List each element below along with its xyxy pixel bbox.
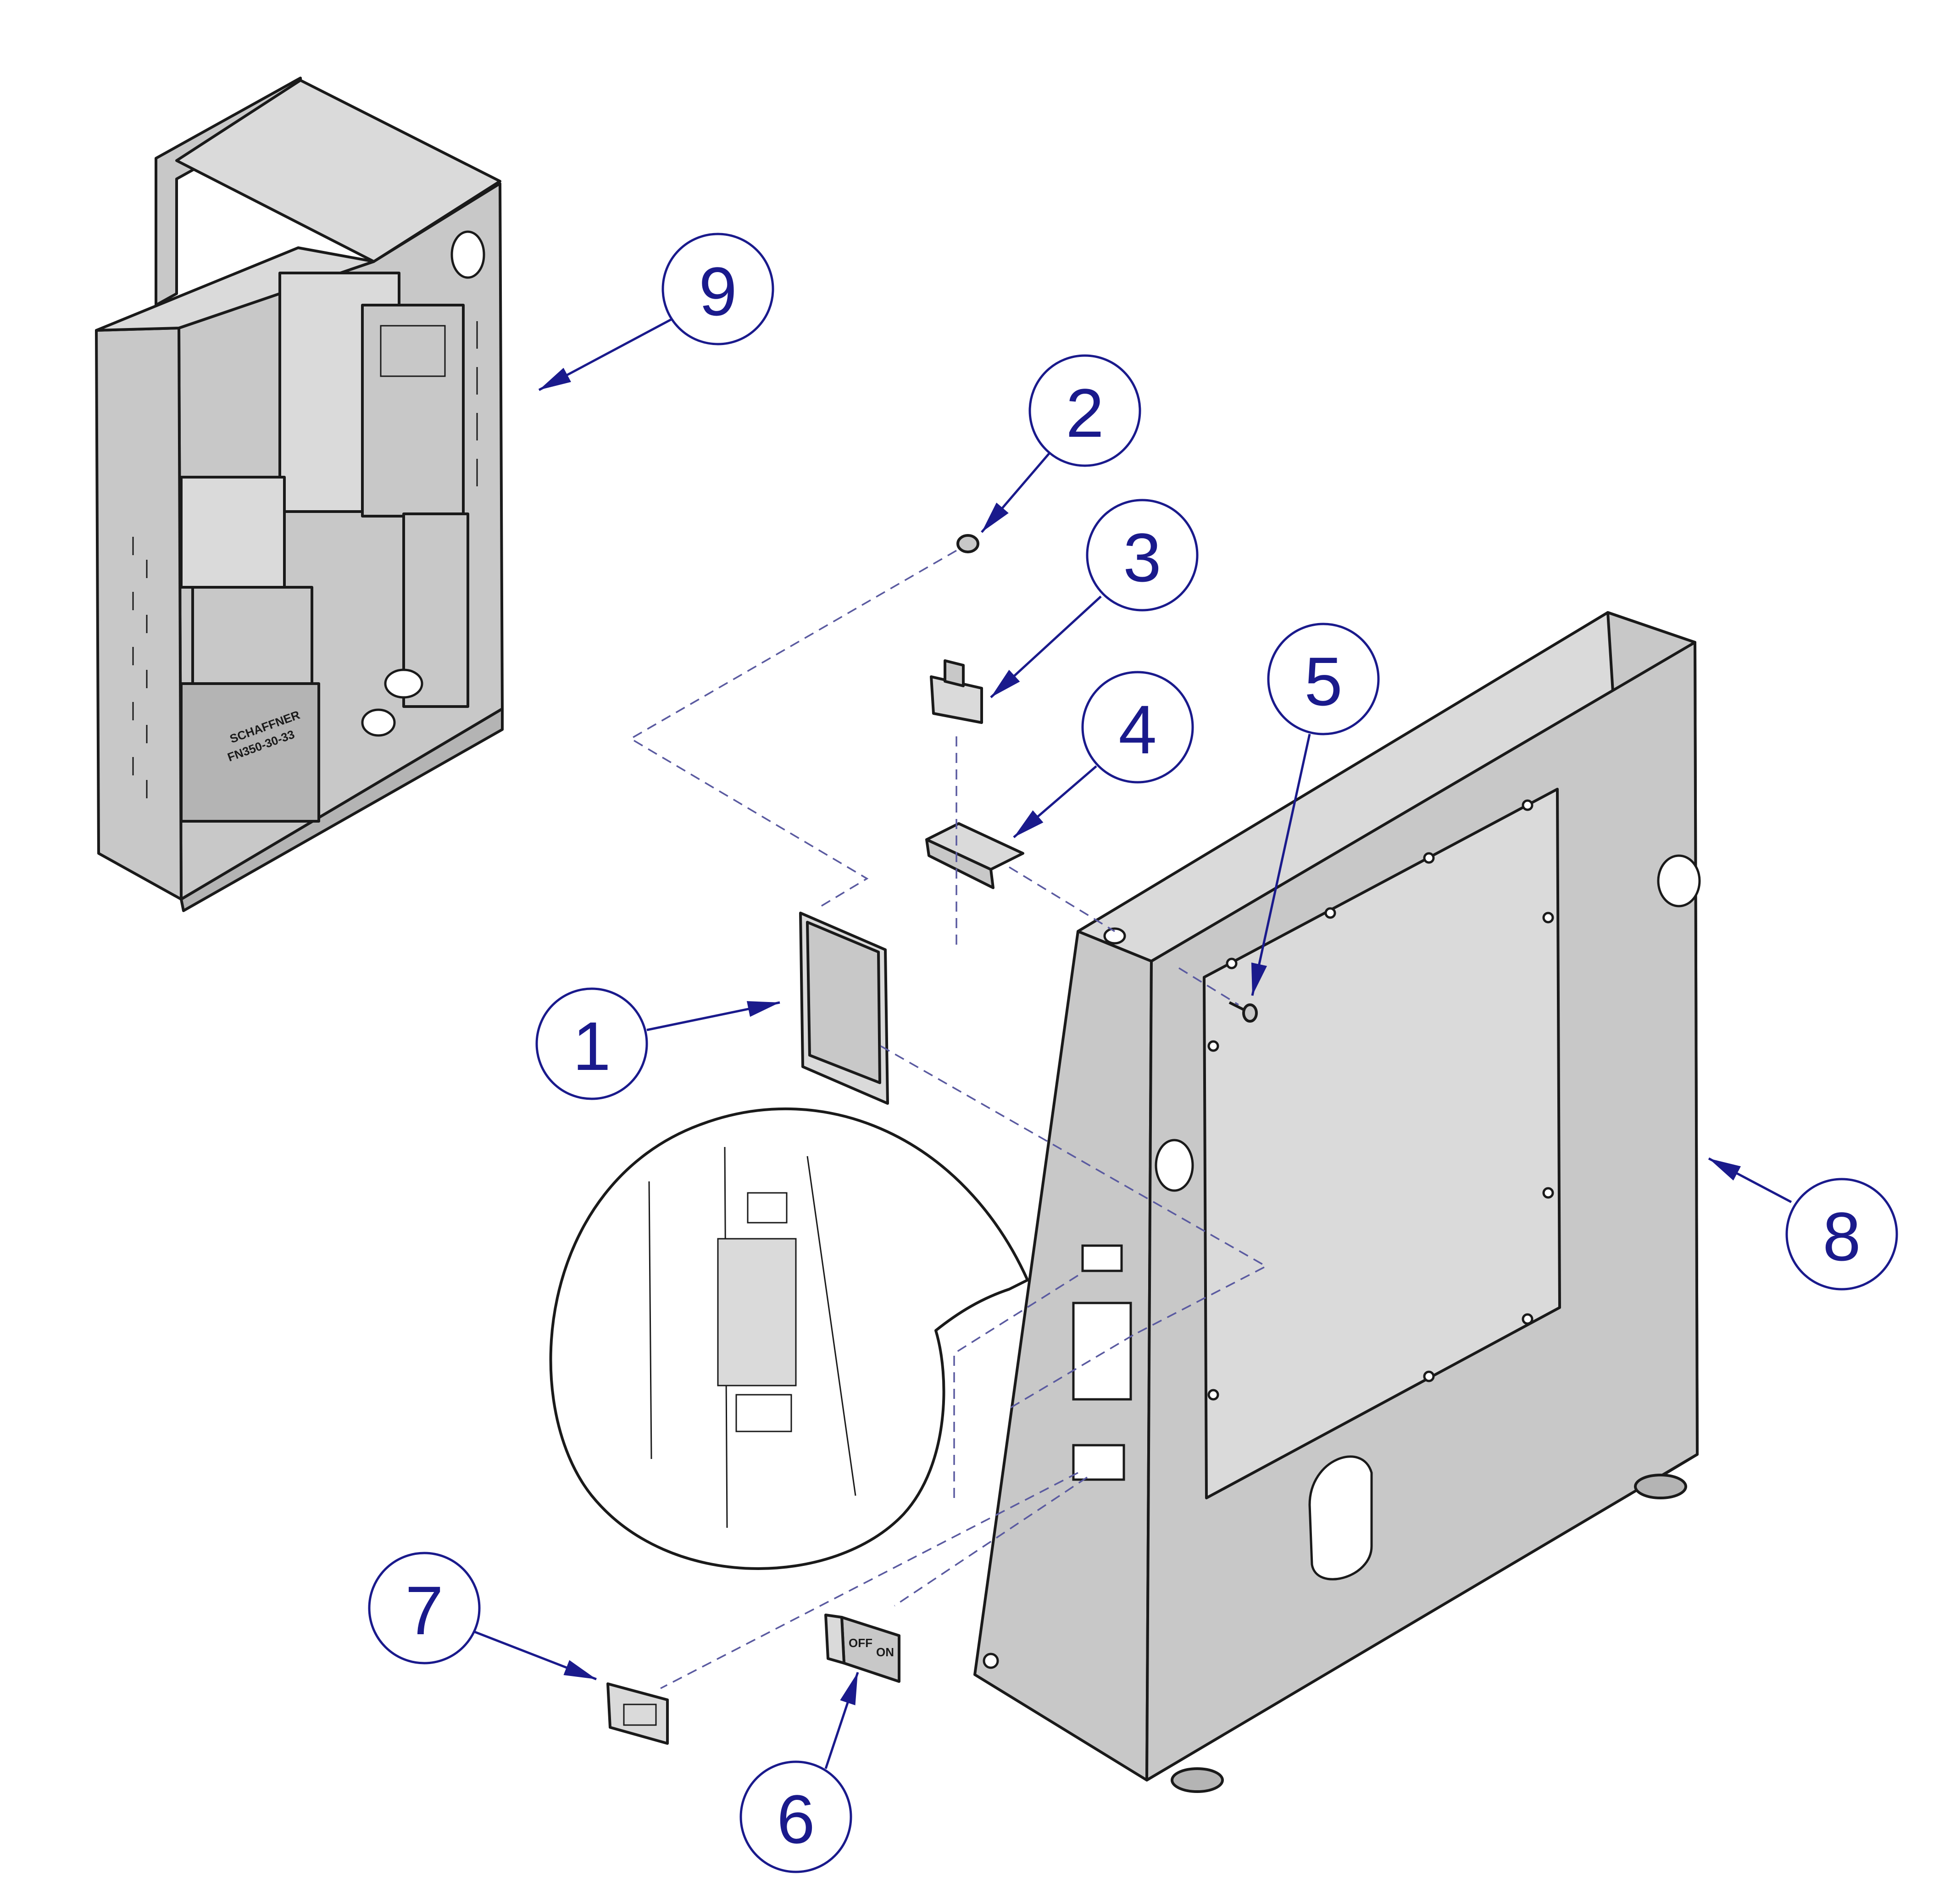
callout-3: 3 bbox=[990, 499, 1199, 698]
detail-magnifier bbox=[549, 1107, 1029, 1570]
enclosure-frame-part bbox=[973, 611, 1701, 1793]
electrical-chassis-part: SCHAFFNER FN350-30-33 bbox=[95, 77, 504, 912]
callout-4-label: 4 bbox=[1118, 691, 1156, 768]
callout-9: 9 bbox=[538, 233, 774, 391]
callout-5-label: 5 bbox=[1304, 643, 1342, 720]
rocker-switch-part: OFF ON bbox=[824, 1614, 900, 1683]
callout-2-label: 2 bbox=[1066, 374, 1104, 451]
callout-7: 7 bbox=[368, 1552, 597, 1681]
callout-4: 4 bbox=[1013, 671, 1194, 838]
push-switch-part bbox=[930, 659, 983, 724]
callout-8-label: 8 bbox=[1822, 1198, 1861, 1275]
nut-part bbox=[956, 534, 979, 553]
callouts: 9 2 3 4 5 1 bbox=[368, 233, 1898, 1873]
switch-off-label: OFF bbox=[849, 1636, 872, 1650]
power-inlet-part bbox=[606, 1682, 669, 1745]
callout-6: 6 bbox=[739, 1672, 859, 1873]
callout-1-label: 1 bbox=[572, 1008, 611, 1085]
callout-8: 8 bbox=[1708, 1157, 1898, 1291]
assembly-guide-lines bbox=[629, 550, 1268, 1689]
switch-on-label: ON bbox=[876, 1645, 894, 1659]
callout-7-label: 7 bbox=[405, 1572, 443, 1649]
callout-3-label: 3 bbox=[1123, 519, 1161, 596]
callout-6-label: 6 bbox=[777, 1781, 815, 1858]
callout-2: 2 bbox=[981, 354, 1141, 533]
screw-part bbox=[1228, 1001, 1258, 1023]
filter-module-part bbox=[799, 912, 889, 1105]
callout-5: 5 bbox=[1251, 623, 1380, 996]
bracket-part bbox=[925, 822, 1024, 889]
callout-1: 1 bbox=[535, 987, 780, 1100]
callout-9-label: 9 bbox=[699, 253, 737, 330]
